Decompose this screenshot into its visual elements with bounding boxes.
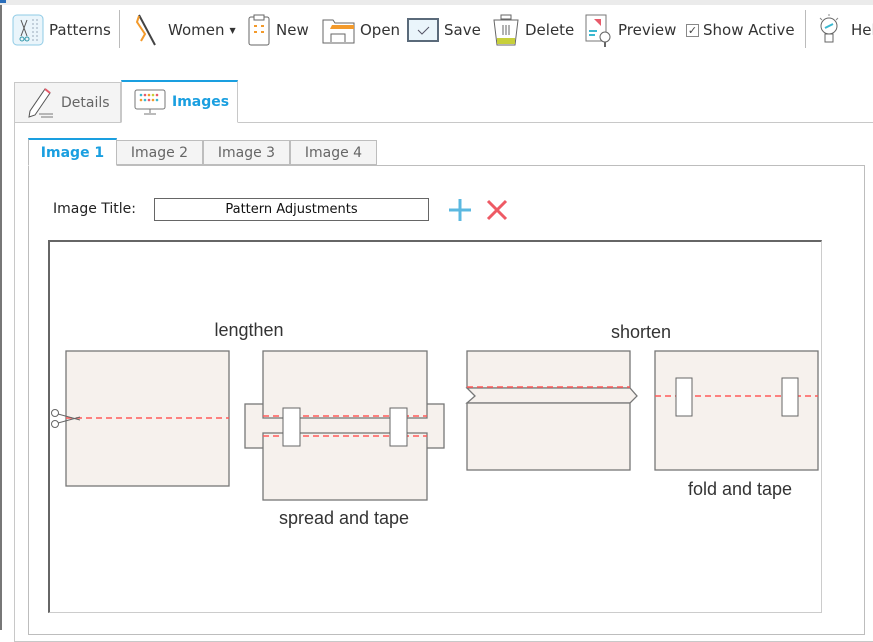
tab-image-3[interactable]: Image 3: [203, 140, 290, 165]
window-edge: [0, 5, 2, 630]
images-label: Images: [172, 94, 230, 110]
show-active-checkbox[interactable]: ✓ Show Active: [686, 10, 795, 50]
trash-icon: [493, 14, 519, 46]
delete-button[interactable]: Delete: [492, 10, 574, 50]
add-image-icon[interactable]: [447, 197, 473, 223]
details-label: Details: [61, 94, 110, 111]
open-label: Open: [360, 21, 401, 39]
remove-image-icon[interactable]: [485, 198, 509, 222]
images-monitor-icon: [134, 89, 166, 115]
patterns-label: Patterns: [49, 21, 111, 39]
lightbulb-icon: [819, 14, 839, 43]
tab-details[interactable]: Details: [14, 82, 121, 123]
checkbox-checked-icon: ✓: [686, 23, 699, 37]
open-button[interactable]: Open: [322, 10, 400, 50]
pencil-icon: [28, 87, 53, 118]
new-clipboard-icon: [248, 14, 270, 46]
tab-image-2[interactable]: Image 2: [116, 140, 203, 165]
preview-label: Preview: [618, 21, 677, 39]
women-dropdown[interactable]: Women ▼: [133, 10, 236, 50]
save-monitor-icon: [407, 18, 439, 42]
delete-label: Delete: [525, 21, 575, 39]
help-button[interactable]: Help: [818, 10, 873, 50]
save-label: Save: [444, 21, 481, 39]
tab-image-4[interactable]: Image 4: [290, 140, 377, 165]
image-title-label: Image Title:: [53, 201, 137, 217]
patterns-icon: [12, 14, 44, 46]
preview-button[interactable]: Preview: [585, 10, 676, 50]
new-label: New: [276, 21, 309, 39]
toolbar-divider: [119, 10, 120, 48]
patterns-button[interactable]: Patterns: [12, 10, 111, 50]
new-button[interactable]: New: [247, 10, 309, 50]
toolbar-divider: [805, 10, 806, 48]
needle-icon: [135, 14, 156, 46]
save-button[interactable]: Save: [407, 10, 481, 50]
dropdown-caret-icon: ▼: [229, 25, 236, 35]
tab-image-1[interactable]: Image 1: [28, 138, 117, 166]
help-label: Help: [851, 21, 873, 39]
tab-images[interactable]: Images: [121, 80, 238, 123]
show-active-label: Show Active: [703, 21, 795, 39]
women-label: Women: [168, 21, 225, 39]
image-title-input[interactable]: Pattern Adjustments: [154, 198, 429, 221]
preview-icon: [585, 14, 611, 47]
image-preview: [48, 240, 822, 613]
open-folder-icon: [322, 19, 355, 44]
window-top-strip: [0, 0, 873, 5]
